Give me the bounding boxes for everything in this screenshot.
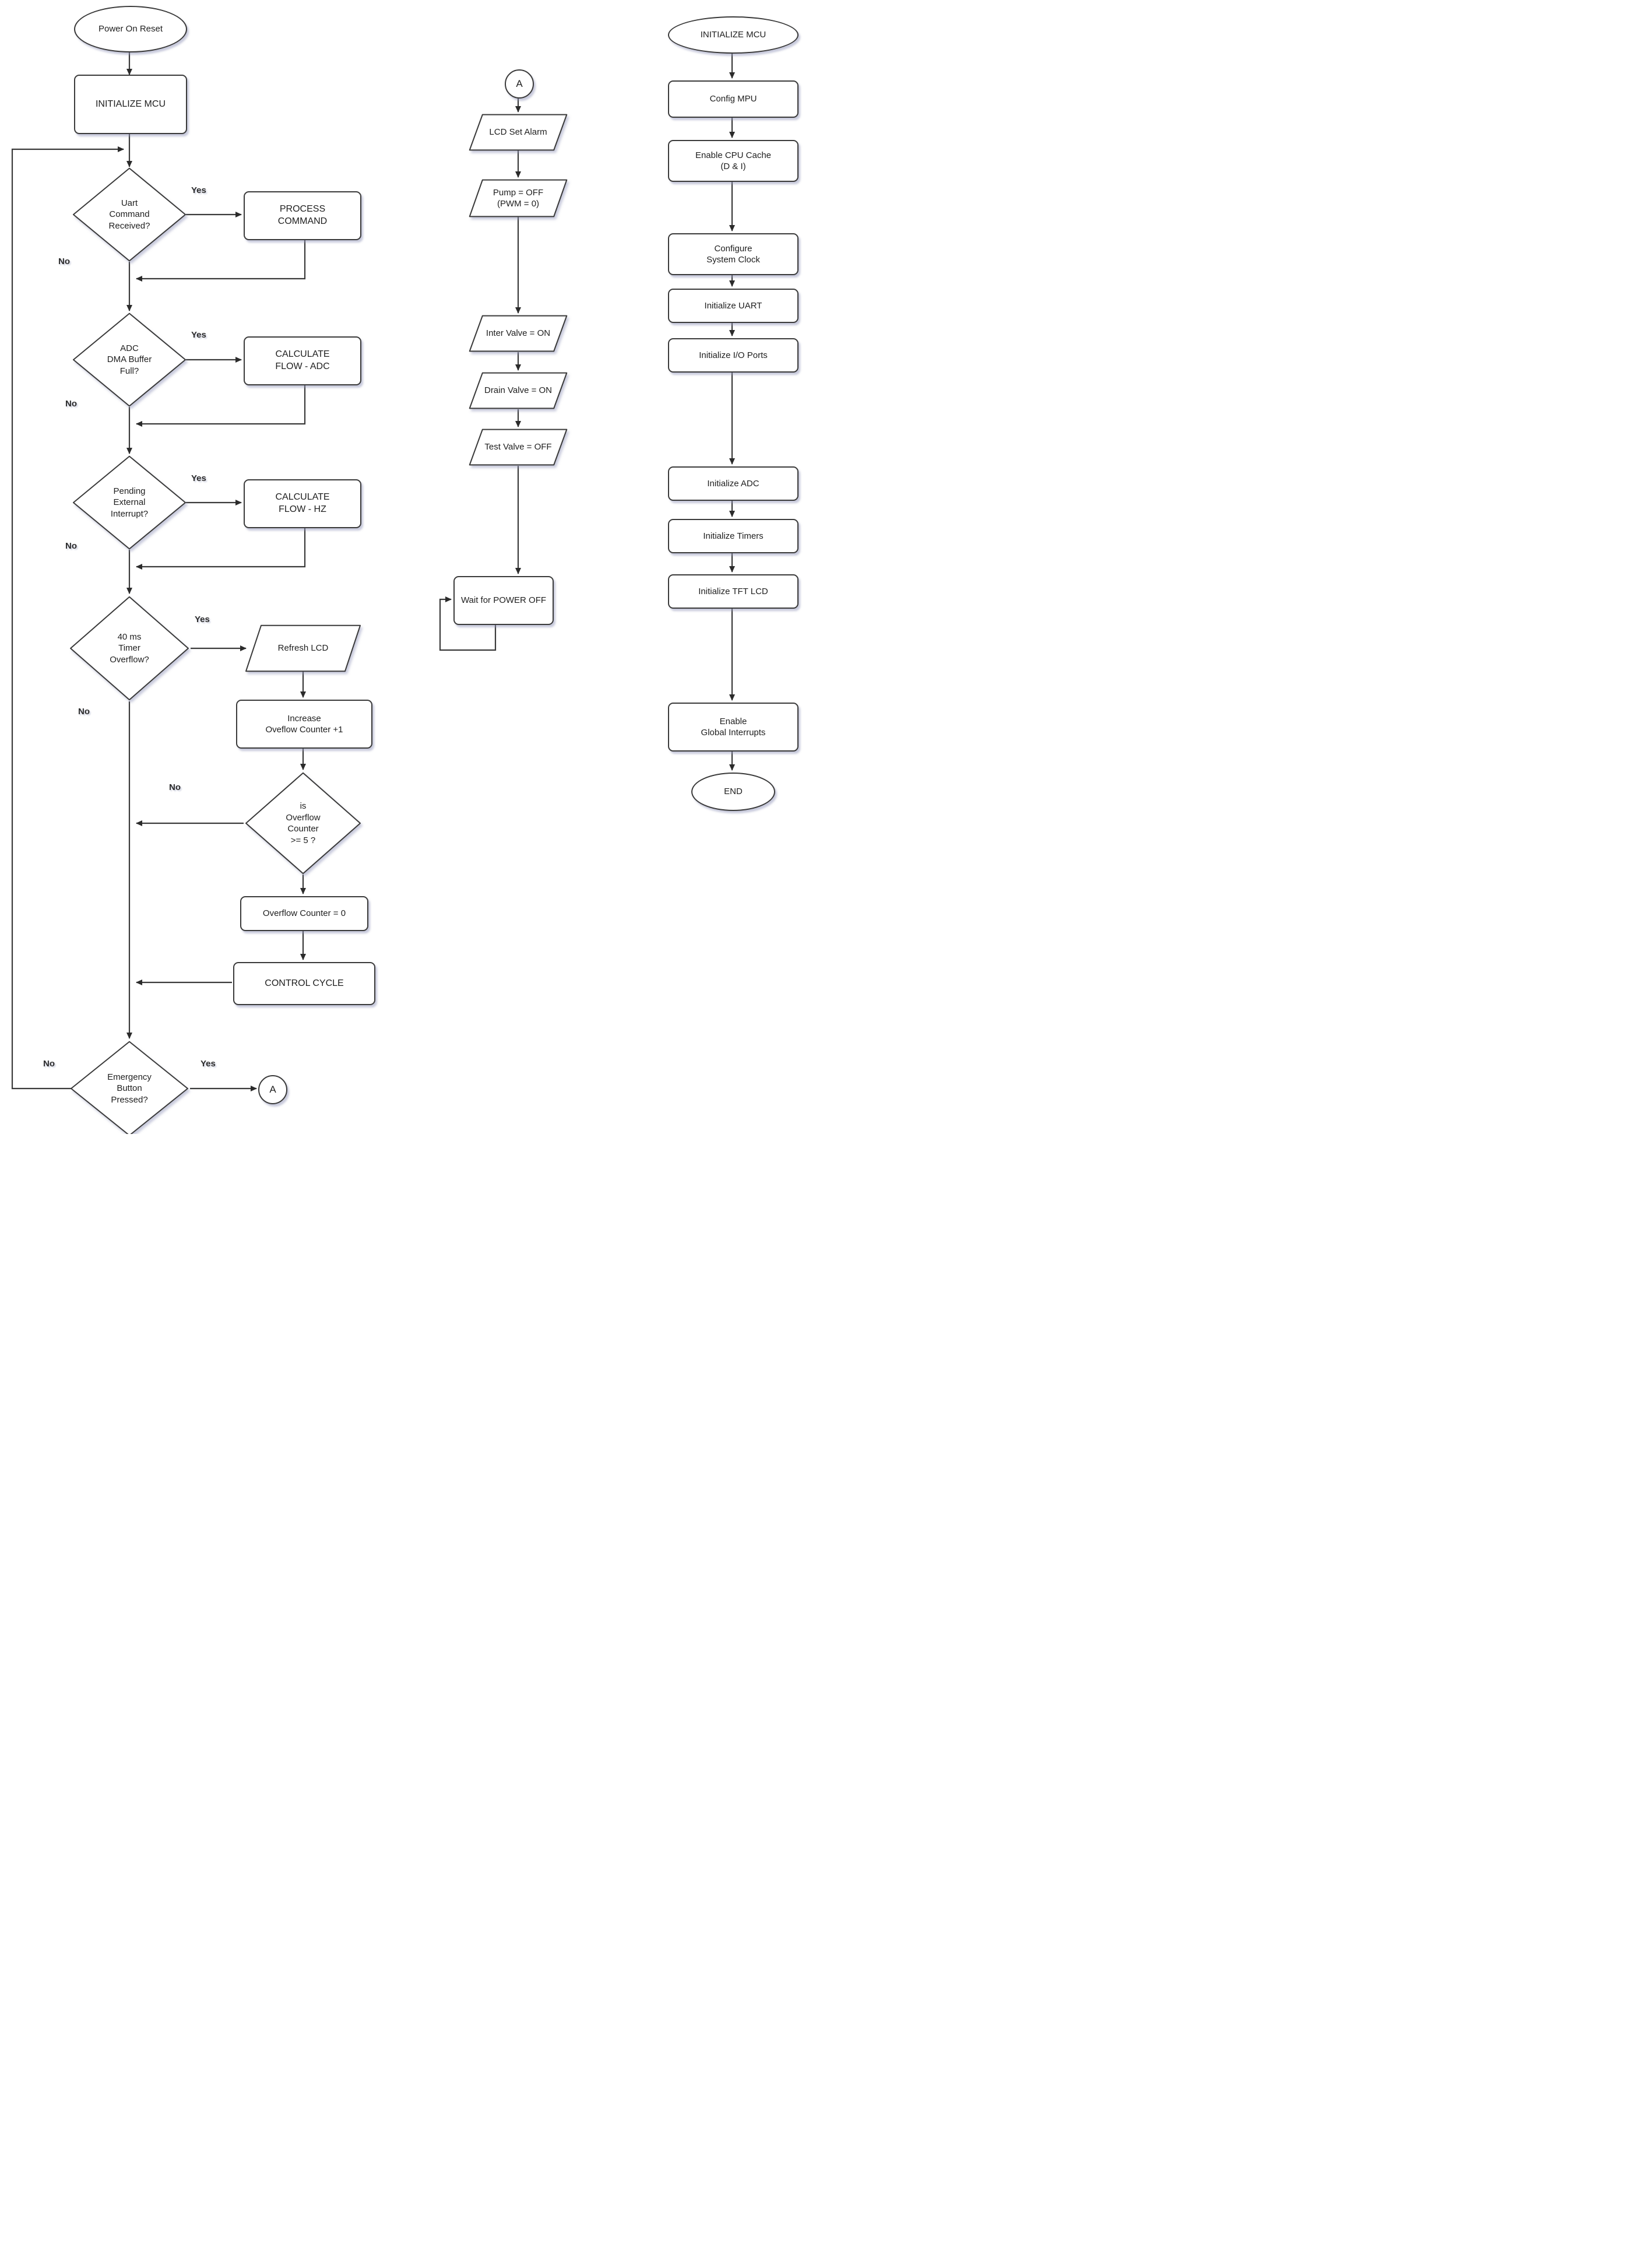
process-calculate-flow-adc-label: CALCULATE FLOW - ADC	[275, 349, 330, 371]
branch-label-no: No	[58, 257, 70, 266]
decision-uart-command-label: Uart Command Received?	[108, 198, 150, 231]
terminator-initialize-mcu-label: INITIALIZE MCU	[700, 30, 766, 40]
io-refresh-lcd: Refresh LCD	[245, 625, 361, 672]
edge-wait-selfloop	[439, 596, 497, 651]
branch-label-no: No	[78, 707, 90, 717]
connector-a-top-label: A	[516, 78, 523, 89]
decision-40ms-timer-label: 40 ms Timer Overflow?	[110, 631, 149, 665]
branch-label-yes: Yes	[191, 330, 206, 340]
branch-label-yes: Yes	[191, 185, 206, 195]
process-calculate-flow-hz: CALCULATE FLOW - HZ	[244, 479, 361, 528]
io-pump-off: Pump = OFF (PWM = 0)	[469, 180, 568, 217]
terminator-end-label: END	[724, 787, 743, 797]
branch-label-yes: Yes	[201, 1059, 216, 1069]
decision-pending-interrupt: Pending External Interrupt?	[72, 455, 187, 550]
process-initialize-uart: Initialize UART	[668, 289, 799, 323]
process-overflow-counter-reset: Overflow Counter = 0	[240, 896, 368, 931]
process-initialize-uart-label: Initialize UART	[704, 300, 762, 311]
io-refresh-lcd-label: Refresh LCD	[277, 643, 329, 654]
process-overflow-counter-reset-label: Overflow Counter = 0	[262, 908, 346, 919]
io-test-valve-off: Test Valve = OFF	[469, 429, 568, 465]
terminator-power-on-reset-label: Power On Reset	[98, 24, 163, 34]
process-initialize-mcu-label: INITIALIZE MCU	[95, 99, 166, 109]
io-lcd-set-alarm-label: LCD Set Alarm	[489, 127, 547, 138]
process-initialize-tft-lcd: Initialize TFT LCD	[668, 574, 799, 609]
decision-adc-dma-buffer: ADC DMA Buffer Full?	[72, 313, 187, 407]
edge-calchz-return	[136, 526, 306, 570]
process-initialize-io-ports-label: Initialize I/O Ports	[699, 350, 768, 360]
process-initialize-tft-lcd-label: Initialize TFT LCD	[698, 586, 768, 596]
io-inter-valve-on-label: Inter Valve = ON	[486, 328, 551, 339]
process-initialize-io-ports: Initialize I/O Ports	[668, 338, 799, 373]
edge-process-return	[136, 239, 306, 282]
connector-a-top: A	[505, 69, 534, 99]
terminator-initialize-mcu: INITIALIZE MCU	[668, 16, 799, 54]
terminator-power-on-reset: Power On Reset	[74, 6, 187, 52]
io-test-valve-off-label: Test Valve = OFF	[484, 442, 552, 452]
edge-emergency-no-loop	[11, 146, 124, 1090]
process-increase-overflow-counter: Increase Oveflow Counter +1	[236, 700, 372, 749]
io-drain-valve-on: Drain Valve = ON	[469, 373, 568, 409]
branch-label-no: No	[169, 782, 181, 792]
decision-adc-dma-buffer-label: ADC DMA Buffer Full?	[107, 343, 152, 376]
process-config-mpu-label: Config MPU	[709, 94, 757, 104]
process-configure-system-clock: Configure System Clock	[668, 233, 799, 275]
connector-a-bottom: A	[258, 1075, 287, 1104]
process-enable-global-interrupts: Enable Global Interrupts	[668, 703, 799, 752]
decision-emergency-button-label: Emergency Button Pressed?	[107, 1072, 152, 1105]
process-initialize-timers: Initialize Timers	[668, 519, 799, 553]
process-initialize-adc: Initialize ADC	[668, 466, 799, 501]
process-enable-cpu-cache-label: Enable CPU Cache (D & I)	[695, 150, 772, 172]
process-wait-power-off: Wait for POWER OFF	[453, 576, 554, 625]
process-enable-cpu-cache: Enable CPU Cache (D & I)	[668, 140, 799, 182]
process-config-mpu: Config MPU	[668, 80, 799, 118]
process-control-cycle-label: CONTROL CYCLE	[265, 978, 344, 988]
terminator-end: END	[691, 773, 775, 811]
process-process-command: PROCESS COMMAND	[244, 191, 361, 240]
process-process-command-label: PROCESS COMMAND	[277, 204, 328, 226]
edge-calcadc-return	[136, 383, 306, 427]
decision-uart-command: Uart Command Received?	[72, 167, 187, 262]
process-increase-overflow-counter-label: Increase Oveflow Counter +1	[265, 713, 343, 735]
branch-label-yes: Yes	[191, 473, 206, 483]
process-calculate-flow-adc: CALCULATE FLOW - ADC	[244, 336, 361, 385]
decision-pending-interrupt-label: Pending External Interrupt?	[110, 486, 149, 519]
branch-label-no: No	[65, 541, 77, 551]
decision-overflow-counter-label: is Overflow Counter >= 5 ?	[286, 801, 321, 845]
decision-emergency-button: Emergency Button Pressed?	[70, 1041, 189, 1134]
io-inter-valve-on: Inter Valve = ON	[469, 315, 568, 352]
process-calculate-flow-hz-label: CALCULATE FLOW - HZ	[275, 492, 330, 514]
io-lcd-set-alarm: LCD Set Alarm	[469, 114, 568, 150]
branch-label-no: No	[65, 399, 77, 409]
decision-overflow-counter: is Overflow Counter >= 5 ?	[245, 772, 361, 875]
process-enable-global-interrupts-label: Enable Global Interrupts	[701, 716, 766, 738]
process-initialize-mcu: INITIALIZE MCU	[74, 75, 187, 134]
decision-40ms-timer: 40 ms Timer Overflow?	[69, 596, 189, 701]
connector-a-bottom-label: A	[269, 1083, 276, 1095]
process-control-cycle: CONTROL CYCLE	[233, 962, 375, 1005]
process-initialize-adc-label: Initialize ADC	[707, 478, 759, 489]
process-initialize-timers-label: Initialize Timers	[703, 531, 764, 541]
process-wait-power-off-label: Wait for POWER OFF	[460, 595, 547, 606]
process-configure-system-clock-label: Configure System Clock	[706, 243, 760, 265]
io-drain-valve-on-label: Drain Valve = ON	[484, 385, 552, 396]
branch-label-no: No	[43, 1059, 55, 1069]
flowchart-canvas: Power On Reset INITIALIZE MCU Uart Comma…	[0, 0, 820, 1134]
io-pump-off-label: Pump = OFF (PWM = 0)	[493, 187, 544, 209]
connector-layer	[11, 51, 735, 1091]
branch-label-yes: Yes	[195, 615, 210, 624]
